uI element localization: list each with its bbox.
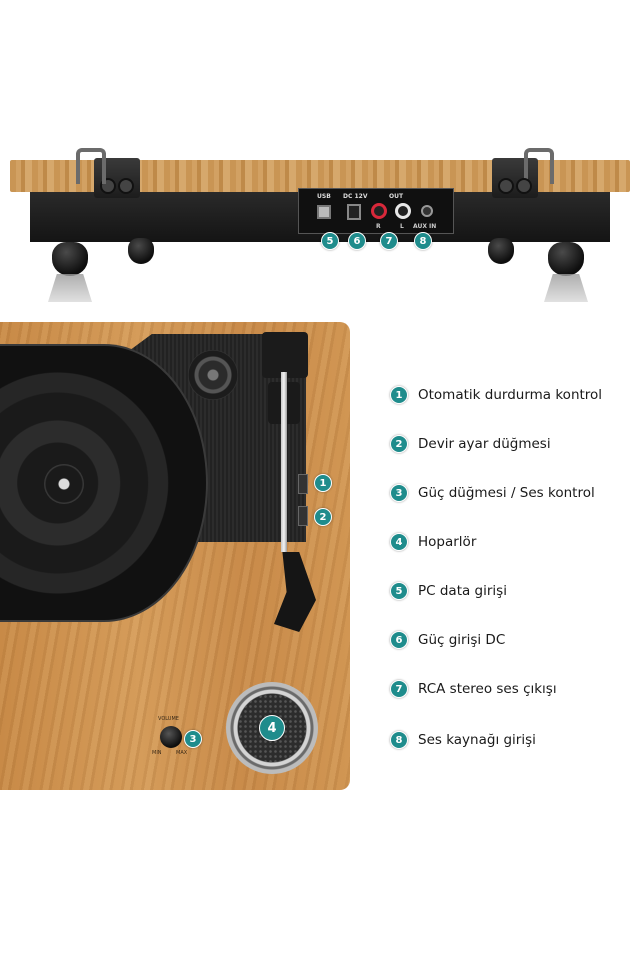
callout-badge: 4	[259, 715, 285, 741]
callout-badge: 7	[380, 232, 398, 250]
dc-port	[347, 204, 361, 220]
spindle	[44, 464, 84, 504]
legend-item: 3 Güç düğmesi / Ses kontrol	[390, 483, 595, 503]
legend-number-badge: 5	[390, 582, 408, 600]
turntable-top-view: 1 2 VOLUME MIN MAX 3 4	[0, 322, 350, 790]
legend-text: Hoparlör	[418, 534, 477, 550]
callout-badge: 5	[321, 232, 339, 250]
auto-stop-switch[interactable]	[298, 474, 308, 494]
legend-text: Otomatik durdurma kontrol	[418, 387, 603, 403]
arm-lift-wheel	[188, 350, 238, 400]
aux-port	[421, 205, 433, 217]
callout-badge: 1	[314, 474, 332, 492]
speed-switch[interactable]	[298, 506, 308, 526]
max-label: MAX	[176, 750, 188, 756]
aux-port-label: AUX IN	[413, 223, 437, 230]
legend-number-badge: 3	[390, 484, 408, 502]
foot-front-right	[548, 242, 584, 276]
rca-right-port	[371, 203, 387, 219]
legend-item: 4 Hoparlör	[390, 532, 476, 552]
rca-left-label: L	[400, 223, 404, 230]
usb-port	[317, 205, 331, 219]
legend-item: 7 RCA stereo ses çıkışı	[390, 679, 557, 699]
right-hinge-arm	[524, 148, 554, 184]
foot-rear-left	[128, 238, 154, 264]
rear-port-panel: USB DC 12V OUT R L AUX IN	[298, 188, 454, 234]
legend-number-badge: 2	[390, 435, 408, 453]
usb-port-label: USB	[317, 193, 331, 200]
rca-right-label: R	[376, 223, 381, 230]
legend-item: 6 Güç girişi DC	[390, 630, 505, 650]
dc-port-label: DC 12V	[343, 193, 368, 200]
legend-number-badge: 7	[390, 680, 408, 698]
callout-badge: 8	[414, 232, 432, 250]
foot-rear-right	[488, 238, 514, 264]
foot-reflection	[544, 274, 588, 302]
legend-number-badge: 1	[390, 386, 408, 404]
legend-text: Devir ayar düğmesi	[418, 436, 551, 452]
legend-text: Ses kaynağı girişi	[418, 732, 536, 748]
legend-item: 1 Otomatik durdurma kontrol	[390, 385, 602, 405]
volume-label: VOLUME	[158, 716, 179, 722]
legend-text: PC data girişi	[418, 583, 507, 599]
callout-badge: 2	[314, 508, 332, 526]
legend-item: 5 PC data girişi	[390, 581, 507, 601]
legend-text: Güç düğmesi / Ses kontrol	[418, 485, 595, 501]
turntable-back-view: USB DC 12V OUT R L AUX IN 5 6 7 8	[0, 148, 640, 310]
tonearm	[281, 372, 287, 552]
tonearm-base	[262, 332, 308, 378]
headshell	[274, 552, 316, 632]
legend-text: Güç girişi DC	[418, 632, 506, 648]
foot-front-left	[52, 242, 88, 276]
legend-item: 2 Devir ayar düğmesi	[390, 434, 551, 454]
foot-reflection	[48, 274, 92, 302]
left-hinge-arm	[76, 148, 106, 184]
legend-text: RCA stereo ses çıkışı	[418, 681, 557, 697]
callout-badge: 3	[184, 730, 202, 748]
rca-left-port	[395, 203, 411, 219]
right-hinge	[492, 148, 554, 198]
min-label: MIN	[152, 750, 162, 756]
callout-badge: 6	[348, 232, 366, 250]
volume-knob[interactable]	[160, 726, 182, 748]
legend-item: 8 Ses kaynağı girişi	[390, 730, 536, 750]
legend-number-badge: 8	[390, 731, 408, 749]
platter	[0, 344, 208, 622]
legend-number-badge: 4	[390, 533, 408, 551]
legend-number-badge: 6	[390, 631, 408, 649]
out-port-label: OUT	[389, 193, 404, 200]
left-hinge	[76, 148, 140, 198]
